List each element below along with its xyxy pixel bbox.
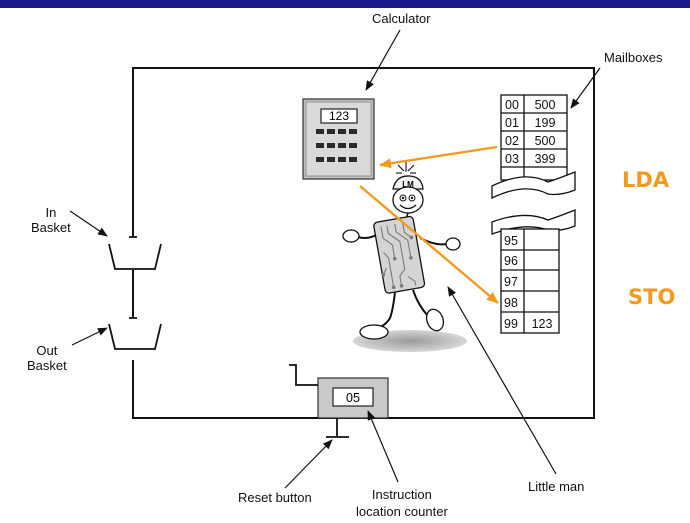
- in-basket-callout-arrow: [70, 211, 107, 236]
- in-basket-label: In Basket: [31, 205, 71, 235]
- mailbox-address: 99: [504, 317, 518, 331]
- mailbox-address: 00: [505, 98, 519, 112]
- counter-callout-arrow: [368, 411, 398, 482]
- out-basket-label: Out Basket: [27, 343, 67, 373]
- counter-value: 05: [346, 391, 360, 405]
- mailbox-value: 500: [535, 98, 556, 112]
- calculator-label: Calculator: [372, 11, 431, 26]
- reset-button-label: Reset button: [238, 490, 312, 505]
- mailbox-address: 95: [504, 234, 518, 248]
- lda-flow-arrow: [380, 147, 497, 165]
- reset-button-callout-arrow: [285, 440, 332, 488]
- sto-operation-label: STO: [628, 285, 675, 309]
- mailbox-address: 98: [504, 296, 518, 310]
- in-basket: [109, 237, 161, 269]
- mailbox-address: 02: [505, 134, 519, 148]
- mailboxes-callout-arrow: [571, 68, 600, 108]
- mailboxes-label: Mailboxes: [604, 50, 663, 65]
- calculator-display-value: 123: [329, 109, 349, 123]
- little-man-label: Little man: [528, 479, 584, 494]
- mailbox-address: 03: [505, 152, 519, 166]
- mailbox-address: 01: [505, 116, 519, 130]
- calculator-callout-arrow: [366, 30, 400, 90]
- out-basket: [109, 318, 161, 349]
- lda-operation-label: LDA: [622, 168, 669, 192]
- mailbox-address: 96: [504, 254, 518, 268]
- mailbox-address: 97: [504, 275, 518, 289]
- mailbox-value: 123: [532, 317, 553, 331]
- mailbox-value: 500: [535, 134, 556, 148]
- out-basket-callout-arrow: [72, 328, 107, 345]
- instruction-counter-label: Instruction location counter: [356, 486, 448, 520]
- mailbox-value: 399: [535, 152, 556, 166]
- mailbox-value: 199: [535, 116, 556, 130]
